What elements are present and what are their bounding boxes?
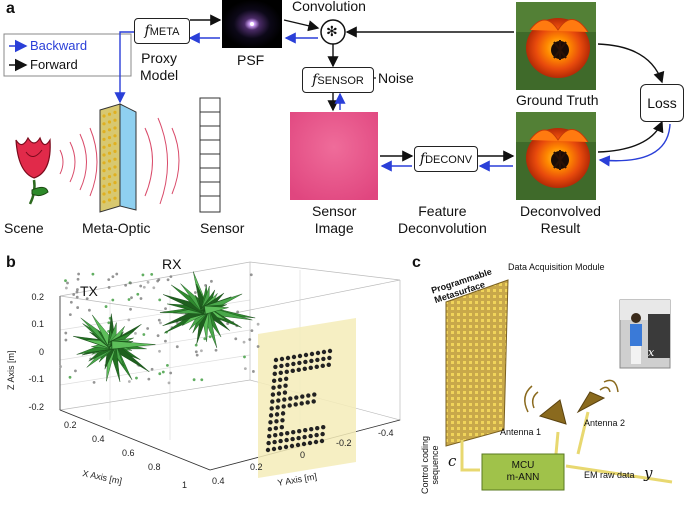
- em-raw-data-label: EM raw data: [584, 470, 635, 480]
- psf-label: PSF: [237, 52, 265, 68]
- scene-label: Scene: [4, 220, 44, 236]
- y-tick: 0: [300, 450, 305, 460]
- z-axis-label: Z Axis [m]: [6, 350, 16, 390]
- x-symbol: x: [648, 346, 655, 359]
- convolution-label: Convolution: [292, 0, 366, 14]
- z-tick: -0.1: [28, 374, 44, 384]
- x-tick: 0.2: [64, 420, 77, 430]
- y-tick: 0.4: [212, 476, 225, 486]
- antenna-1: [524, 385, 567, 425]
- deconvolved-result-label: Deconvolved Result: [520, 203, 601, 236]
- panel-label-c: c: [412, 254, 421, 271]
- sensor-array: [199, 97, 221, 213]
- f-deconv-box: fDECONV: [414, 146, 478, 172]
- x-tick: 1: [182, 480, 187, 490]
- sensor-label: Sensor: [200, 220, 245, 236]
- proxy-model-label: Proxy Model: [140, 50, 179, 83]
- y-tick: -0.4: [378, 428, 394, 438]
- z-tick: 0.1: [31, 319, 44, 329]
- ground-truth-image: [516, 2, 596, 90]
- y-tick: 0.2: [250, 462, 263, 472]
- c-symbol: c: [448, 452, 457, 470]
- antenna-2: [576, 379, 619, 414]
- mcu-label: MCU m-ANN: [506, 460, 540, 483]
- panel-label-a: a: [6, 0, 15, 17]
- rx-label: RX: [162, 256, 182, 272]
- meta-optic-label: Meta-Optic: [82, 220, 151, 236]
- f-meta-box: fMETA: [134, 18, 190, 44]
- programmable-metasurface: [445, 279, 509, 447]
- x-tick: 0.6: [122, 448, 135, 458]
- z-tick: -0.2: [28, 402, 44, 412]
- antenna1-label: Antenna 1: [500, 427, 542, 437]
- x-tick: 0.8: [148, 462, 161, 472]
- legend-backward: Backward: [30, 38, 88, 53]
- sensor-image: [290, 112, 378, 200]
- rose-scene-icon: [15, 136, 51, 205]
- tx-label: TX: [80, 283, 98, 299]
- convolution-symbol: ✻: [326, 23, 338, 39]
- z-tick: 0.2: [31, 292, 44, 302]
- rx-radiation-pattern: [159, 271, 256, 348]
- z-tick: 0: [39, 347, 44, 357]
- control-coding-label: Control coding sequence: [420, 435, 440, 494]
- tx-radiation-pattern: [72, 313, 156, 382]
- sensor-image-label: Sensor Image: [312, 203, 357, 236]
- noise-label: Noise: [378, 70, 414, 86]
- antenna2-label: Antenna 2: [584, 418, 626, 428]
- f-sensor-box: fSENSOR: [302, 67, 374, 93]
- deconvolved-result-image: [516, 112, 596, 200]
- loss-box: Loss: [640, 84, 684, 122]
- y-tick: -0.2: [336, 438, 352, 448]
- feature-deconvolution-label: Feature Deconvolution: [398, 203, 487, 236]
- subject-photo: [619, 299, 671, 369]
- panel-a-graphics: [3, 0, 671, 213]
- y-symbol: y: [644, 464, 653, 482]
- ground-truth-label: Ground Truth: [516, 92, 599, 108]
- legend-forward: Forward: [30, 57, 78, 72]
- panel-label-b: b: [6, 254, 16, 271]
- x-tick: 0.4: [92, 434, 105, 444]
- mcu-box: [481, 453, 565, 491]
- data-acquisition-title: Data Acquisition Module: [508, 262, 605, 272]
